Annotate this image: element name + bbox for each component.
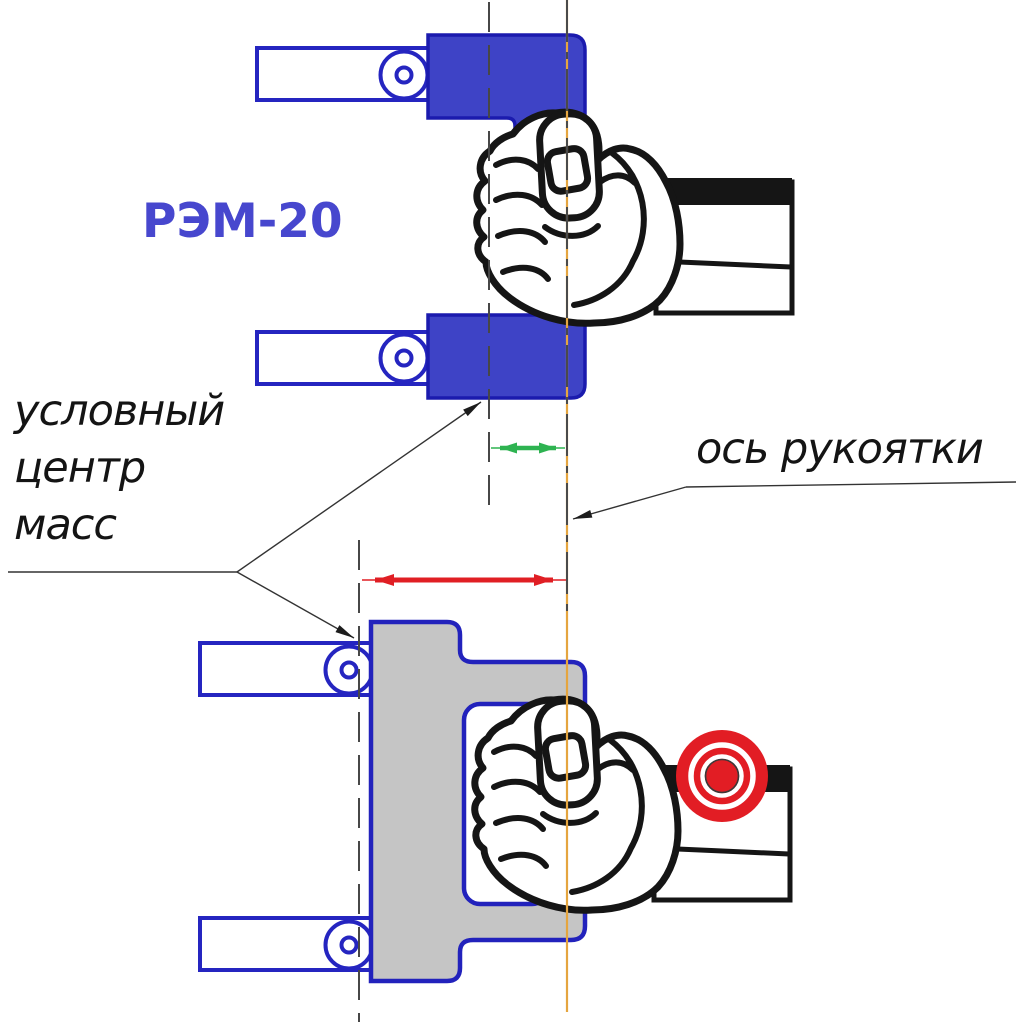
com-arrow-top xyxy=(236,401,482,573)
handle-axis-label: ось рукоятки xyxy=(696,424,984,474)
com-arrow-bottom xyxy=(236,571,355,639)
pivot-hole-icon xyxy=(339,935,359,955)
tool-top-lower-jaw xyxy=(426,313,587,400)
pivot-hole-icon xyxy=(394,348,414,368)
center-of-mass-label: условный центр масс xyxy=(14,386,225,550)
bullseye-icon xyxy=(676,730,768,822)
pivot-hole-icon xyxy=(394,65,414,85)
model-label: РЭМ-20 xyxy=(142,194,343,249)
pivot-hole-icon xyxy=(339,660,359,680)
fist-grip-icon xyxy=(477,112,792,323)
axis-label-leader xyxy=(572,481,1017,520)
axis-leader-arrow xyxy=(572,486,687,520)
com-label-leader xyxy=(8,401,482,639)
